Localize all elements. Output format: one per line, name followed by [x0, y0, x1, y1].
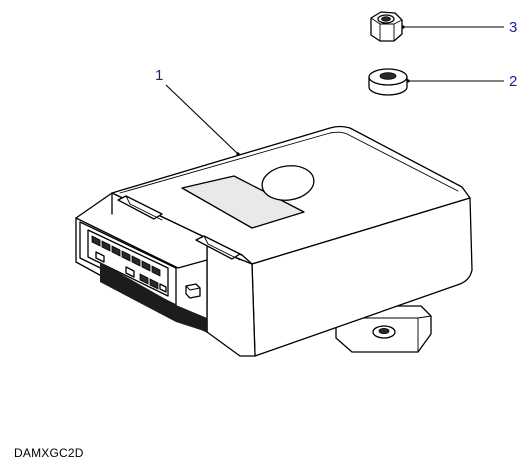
callout-label-2: 2 [509, 73, 517, 90]
connector-pins-lower [95, 251, 167, 293]
callout-label-1: 1 [155, 67, 163, 84]
reference-code: DAMXGC2D [14, 446, 84, 460]
leader-end-dot-2 [406, 79, 410, 83]
leader-end-dot-3 [401, 25, 405, 29]
callout-leader-1 [165, 84, 239, 155]
washer-part[interactable] [368, 68, 408, 96]
leader-end-dot-1 [236, 152, 240, 156]
hex-nut-part[interactable] [370, 11, 403, 42]
connector-pins-upper [91, 235, 161, 277]
callout-label-3: 3 [509, 19, 517, 36]
control-unit-part[interactable] [75, 125, 473, 357]
